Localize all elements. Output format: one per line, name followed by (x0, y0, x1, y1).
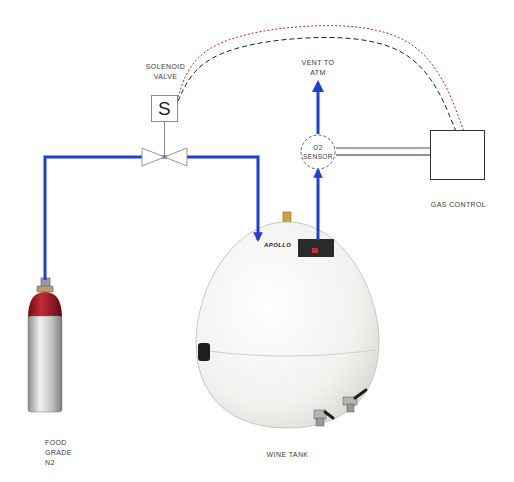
tank-label: WINE TANK (195, 450, 380, 460)
sensor-outline (300, 134, 336, 170)
gas-cylinder-node: FOOD GRADE N2 (20, 280, 70, 475)
o2-sensor-circle: O2 SENSOR (300, 134, 336, 170)
vent-arrow (312, 80, 324, 134)
solenoid-stem (164, 122, 165, 157)
solenoid-box: SOLENOID VALVES (151, 95, 178, 122)
gas-line (45, 157, 258, 280)
vent-label: VENT TO ATM (300, 58, 336, 78)
cylinder-shoulder (28, 292, 62, 318)
control-wire (178, 37, 456, 130)
vent-line (317, 90, 320, 134)
tap-lever (325, 412, 333, 418)
tap-lever (355, 390, 366, 398)
tank-lid-knob (283, 212, 291, 222)
tank-handle (198, 343, 210, 361)
gas-control-box: GAS CONTROL (430, 130, 485, 180)
sensor-wire (336, 155, 430, 156)
gas-line (317, 170, 320, 240)
cylinder-body (28, 316, 62, 412)
tank-tap-spout (316, 418, 324, 426)
brand-label: APOLLO (264, 240, 298, 250)
tank-sticker-mark (312, 248, 318, 253)
valve-symbol (142, 148, 187, 166)
valve-triangle (165, 148, 188, 166)
tank-tap-spout (347, 404, 354, 412)
tank-sticker (298, 239, 334, 257)
valve-triangle (142, 148, 165, 166)
solenoid-heading: SOLENOID VALVE (143, 62, 188, 82)
solenoid-letter: S (152, 96, 177, 121)
wine-tank-illustration (196, 212, 379, 428)
sensor-label: O2 SENSOR (303, 143, 333, 161)
sensor-circle (301, 135, 335, 169)
cylinder-label: FOOD GRADE N2 (45, 438, 75, 468)
gas-cylinder (28, 278, 62, 412)
wine-tank-node: WINE TANK (195, 240, 380, 430)
controller-label: GAS CONTROL (421, 200, 496, 210)
egg-tank-shell (196, 222, 379, 428)
cylinder-valve-body (37, 286, 53, 292)
control-wire (178, 26, 464, 130)
vent-arrowhead (312, 80, 324, 92)
sensor-wire (336, 148, 430, 149)
tank-seam (200, 350, 375, 356)
